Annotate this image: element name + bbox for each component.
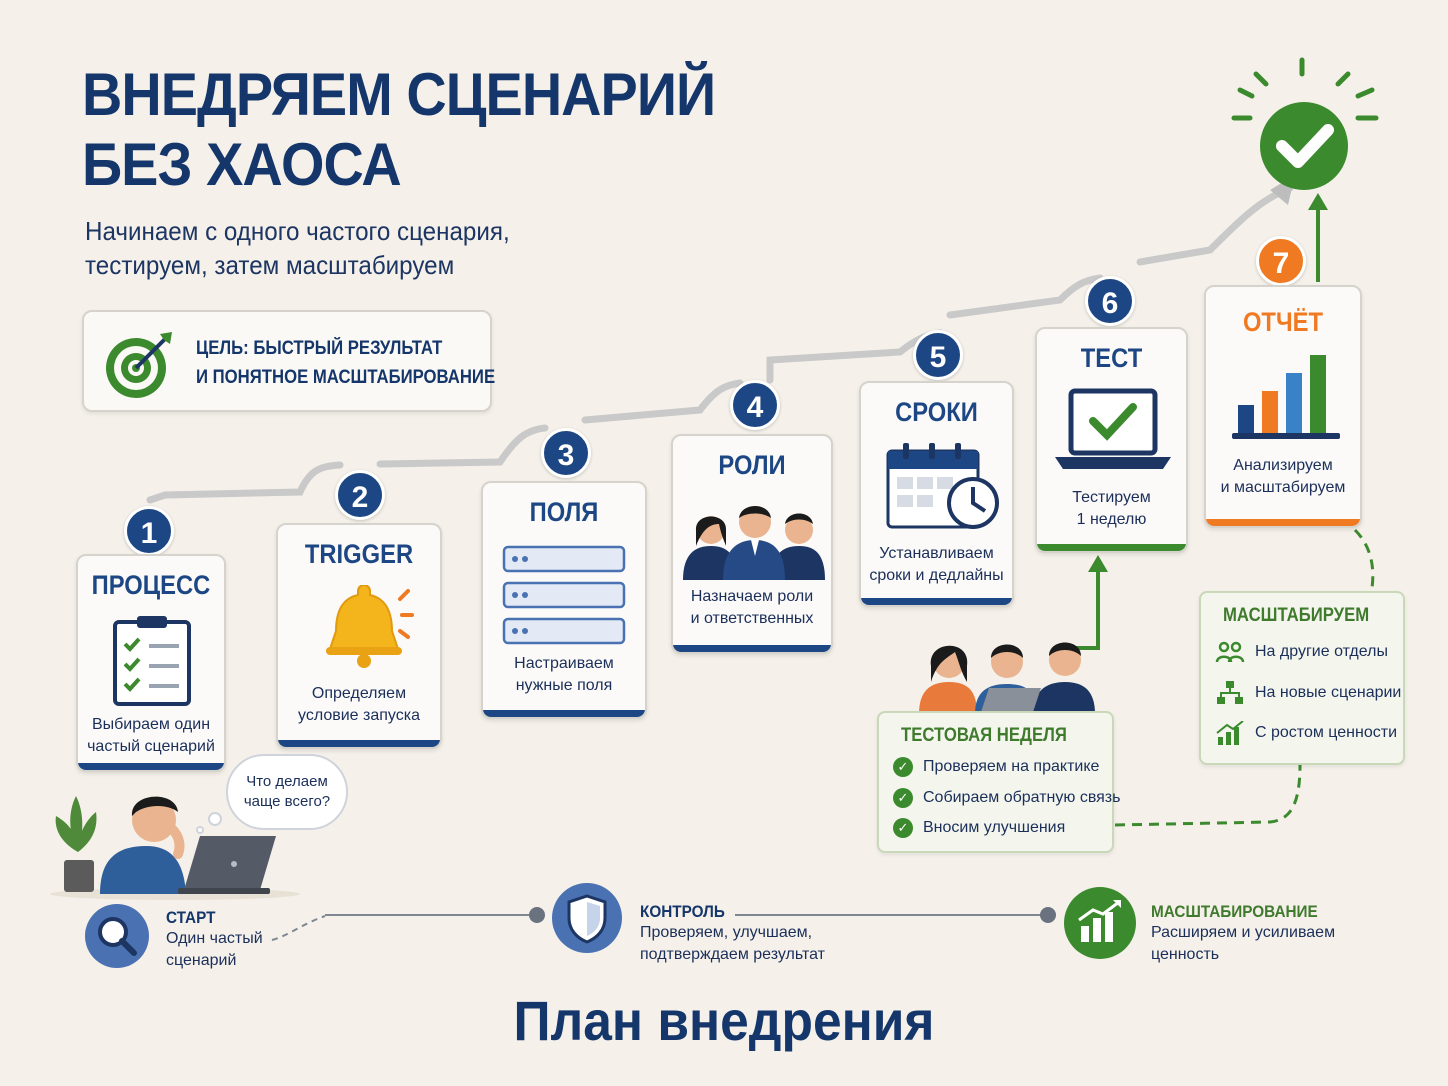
scaling-title: МАСШТАБИРОВАНИЕ — [1151, 902, 1318, 921]
step-7-number: 7 — [1256, 236, 1306, 286]
page-title: ВНЕДРЯЕМ СЦЕНАРИЙ БЕЗ ХАОСА — [82, 61, 716, 198]
step-3-title: ПОЛЯ — [529, 497, 599, 527]
scale-item-3: С ростом ценности — [1215, 721, 1397, 745]
checklist-icon — [113, 616, 191, 706]
step-1-number: 1 — [124, 506, 174, 556]
fields-icon — [502, 545, 626, 645]
control-title: КОНТРОЛЬ — [640, 902, 725, 921]
step-5-title: СРОКИ — [895, 397, 978, 427]
step-6-number: 6 — [1085, 276, 1135, 326]
person-thinking-illustration — [50, 796, 300, 900]
check-icon: ✓ — [893, 788, 913, 808]
laptop-check-icon — [1055, 388, 1171, 469]
test-week-panel: ТЕСТОВАЯ НЕДЕЛЯ ✓Проверяем на практике ✓… — [877, 711, 1120, 853]
test-week-item-1: ✓Проверяем на практике — [893, 757, 1099, 777]
magnifier-icon — [85, 904, 149, 968]
people-icon — [1215, 641, 1245, 663]
scale-panel: МАСШТАБИРУЕМ На другие отделы На новые с… — [1199, 591, 1405, 765]
team-icon — [683, 506, 825, 580]
check-icon: ✓ — [893, 757, 913, 777]
step-7-title: ОТЧЁТ — [1242, 307, 1324, 337]
hierarchy-icon — [1217, 681, 1243, 704]
step-4-title: РОЛИ — [718, 450, 786, 480]
scale-item-2: На новые сценарии — [1215, 681, 1401, 705]
growth-chart-icon — [1064, 887, 1136, 959]
bar-chart-icon — [1232, 355, 1340, 439]
test-week-item-3: ✓Вносим улучшения — [893, 818, 1065, 838]
footer-title: План внедрения — [513, 989, 935, 1052]
control-desc: Проверяем, улучшаем,подтверждаем результ… — [640, 924, 825, 963]
testing-team-illustration — [919, 642, 1095, 714]
growth-icon — [1216, 721, 1244, 745]
scale-item-1: На другие отделы — [1215, 641, 1388, 663]
bell-icon — [326, 585, 414, 668]
step-4-number: 4 — [730, 380, 780, 430]
calendar-clock-icon — [886, 443, 999, 529]
step-2-title: TRIGGER — [304, 539, 414, 569]
goal-box: ЦЕЛЬ: БЫСТРЫЙ РЕЗУЛЬТАТ И ПОНЯТНОЕ МАСШТ… — [82, 310, 496, 412]
step-2-number: 2 — [335, 470, 385, 520]
success-check-icon — [1231, 57, 1379, 190]
target-icon — [106, 332, 172, 398]
test-week-item-2: ✓Собираем обратную связь — [893, 788, 1120, 808]
check-icon: ✓ — [893, 818, 913, 838]
step-1-title: ПРОЦЕСС — [91, 570, 211, 600]
step-5-number: 5 — [913, 330, 963, 380]
test-week-title: ТЕСТОВАЯ НЕДЕЛЯ — [901, 725, 1067, 746]
start-title: СТАРТ — [166, 908, 216, 927]
scale-title: МАСШТАБИРУЕМ — [1223, 605, 1370, 626]
goal-text: ЦЕЛЬ: БЫСТРЫЙ РЕЗУЛЬТАТ И ПОНЯТНОЕ МАСШТ… — [196, 338, 496, 388]
shield-icon — [552, 883, 622, 953]
control-milestone: КОНТРОЛЬ Проверяем, улучшаем,подтверждае… — [640, 902, 825, 966]
page-subtitle: Начинаем с одного частого сценария, тест… — [85, 216, 510, 280]
step-3-number: 3 — [541, 428, 591, 478]
step-6-title: ТЕСТ — [1080, 343, 1143, 373]
